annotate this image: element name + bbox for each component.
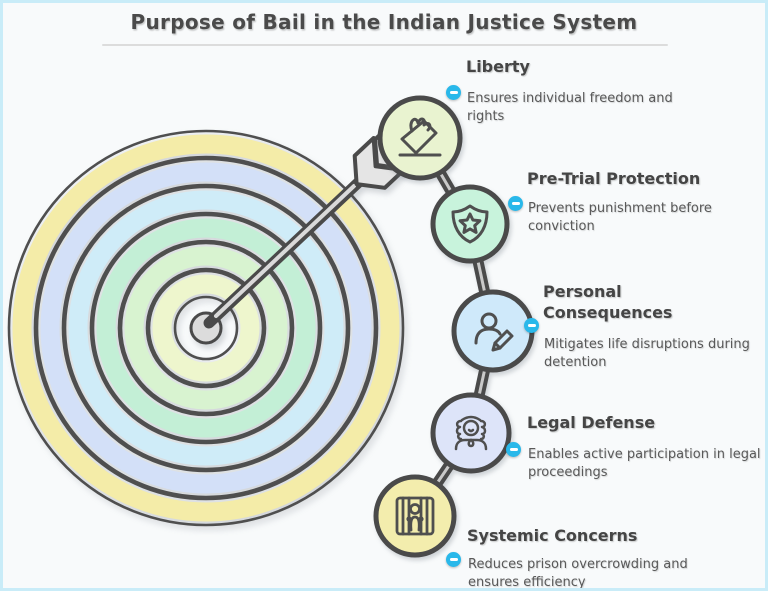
page-title: Purpose of Bail in the Indian Justice Sy… [130,10,638,34]
icon-chain [373,95,535,558]
shield-star-icon [451,204,489,244]
pretrial-heading: Pre-Trial Protection [527,169,701,188]
liberty-node [377,95,463,181]
legal-heading: Legal Defense [527,413,656,432]
person-pencil-icon [474,312,514,352]
pretrial-collapse-toggle[interactable] [508,196,523,211]
legal-description: Enables active participation in legal pr… [528,447,761,480]
judge-icon [454,415,488,451]
liberty-heading: Liberty [466,57,530,76]
legal-node [430,392,512,474]
prisoner-bars-icon [395,496,435,536]
liberty-collapse-toggle[interactable] [446,85,461,100]
legal-collapse-toggle[interactable] [506,442,521,457]
systemic-heading: Systemic Concerns [467,526,638,545]
pretrial-description: Prevents punishment before conviction [528,201,712,234]
pretrial-node [430,184,510,264]
title-underline [102,44,668,46]
systemic-description: Reduces prison overcrowding and ensures … [468,557,688,590]
liberty-description: Ensures individual freedom and rights [467,91,673,124]
target-bullseye-illustration [7,123,419,527]
personal-description: Mitigates life disruptions during detent… [544,337,750,370]
systemic-collapse-toggle[interactable] [446,552,461,567]
personal-node [451,289,535,373]
personal-heading: Personal Consequences [543,282,673,322]
ballot-hand-icon [398,117,442,157]
personal-collapse-toggle[interactable] [524,318,539,333]
